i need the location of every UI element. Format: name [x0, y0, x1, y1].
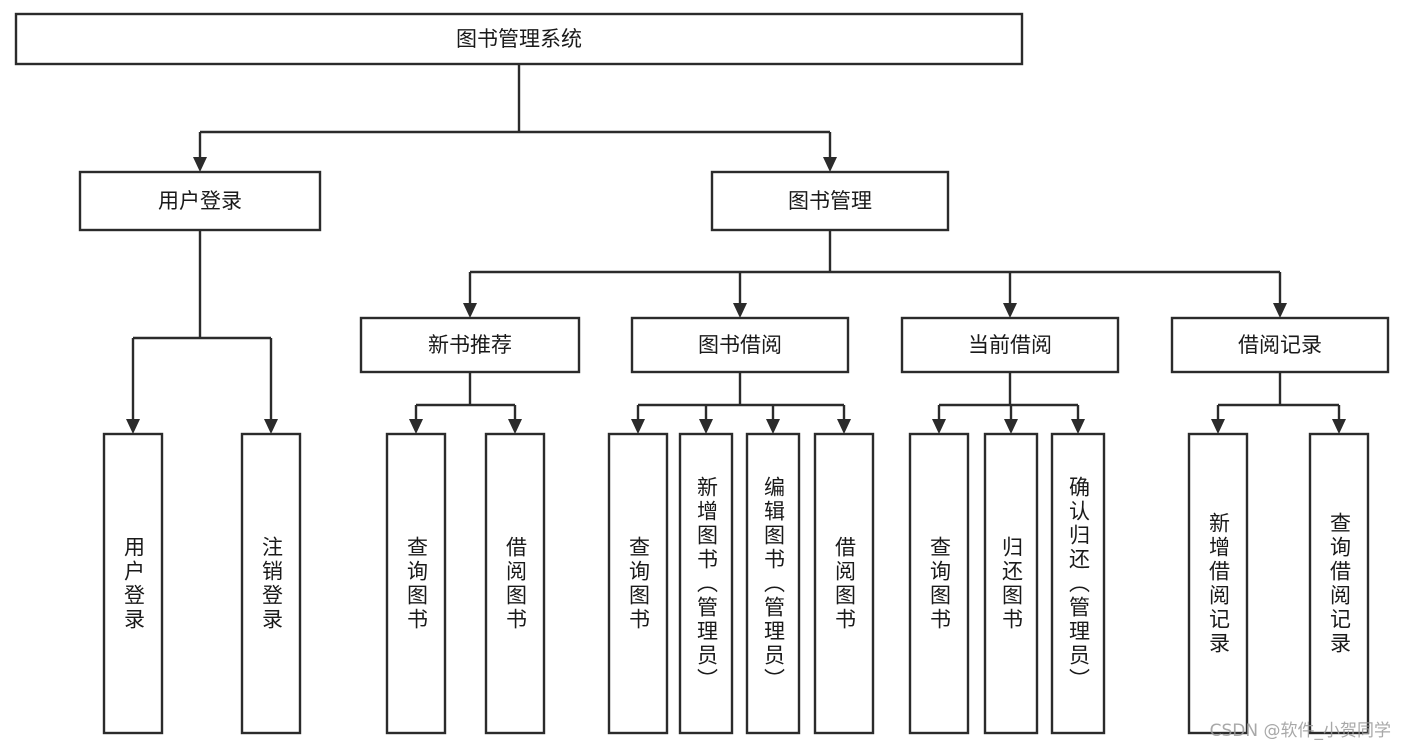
arrow-head-mgmt-0: [463, 303, 477, 318]
arrow-head-l3-3-1: [1332, 419, 1346, 434]
node-box[interactable]: [1050, 432, 1106, 735]
node-leaf-确认归还管理员[interactable]: [1050, 432, 1106, 735]
watermark-text: CSDN @软件_小贺同学: [1209, 721, 1391, 741]
node-leaf-借阅图书[interactable]: [813, 432, 875, 735]
node-label: 借阅记录: [1238, 333, 1322, 357]
node-box[interactable]: [1170, 316, 1390, 374]
node-l3-借阅记录[interactable]: 借阅记录: [1170, 316, 1390, 374]
node-leaf-归还图书[interactable]: [983, 432, 1039, 735]
node-l3-新书推荐[interactable]: 新书推荐: [359, 316, 581, 374]
node-label: 图书借阅: [698, 333, 782, 357]
node-box[interactable]: [813, 432, 875, 735]
arrow-head-l3-1-1: [699, 419, 713, 434]
node-box[interactable]: [240, 432, 302, 735]
node-leaf-查询图书[interactable]: [607, 432, 669, 735]
node-root-图书管理系统[interactable]: 图书管理系统: [14, 12, 1024, 66]
arrow-head-root-1: [823, 157, 837, 172]
arrow-head-l3-1-3: [837, 419, 851, 434]
node-leaf-查询图书[interactable]: [908, 432, 970, 735]
node-box[interactable]: [1308, 432, 1370, 735]
arrow-head-mgmt-2: [1003, 303, 1017, 318]
arrow-head-mgmt-1: [733, 303, 747, 318]
node-box[interactable]: [607, 432, 669, 735]
node-box[interactable]: [385, 432, 447, 735]
node-l2-用户登录[interactable]: 用户登录: [78, 170, 322, 232]
arrow-head-l3-1-2: [766, 419, 780, 434]
node-box[interactable]: [745, 432, 801, 735]
arrow-head-root-0: [193, 157, 207, 172]
node-box[interactable]: [908, 432, 970, 735]
node-leaf-新增借阅记录[interactable]: [1187, 432, 1249, 735]
arrow-head-l3-1-0: [631, 419, 645, 434]
node-box[interactable]: [678, 432, 734, 735]
node-leaf-新增图书管理员[interactable]: [678, 432, 734, 735]
node-box[interactable]: [78, 170, 322, 232]
node-leaf-编辑图书管理员[interactable]: [745, 432, 801, 735]
node-leaf-查询图书[interactable]: [385, 432, 447, 735]
node-l3-当前借阅[interactable]: 当前借阅: [900, 316, 1120, 374]
node-box[interactable]: [630, 316, 850, 374]
node-box[interactable]: [484, 432, 546, 735]
arrow-head-l3-0-1: [508, 419, 522, 434]
node-label: 图书管理: [788, 189, 872, 213]
arrow-head-l3-2-2: [1071, 419, 1085, 434]
node-box[interactable]: [1187, 432, 1249, 735]
arrow-head-l3-2-0: [932, 419, 946, 434]
arrow-head-l3-3-0: [1211, 419, 1225, 434]
arrow-head-login-0: [126, 419, 140, 434]
node-label: 当前借阅: [968, 333, 1052, 357]
node-box[interactable]: [710, 170, 950, 232]
arrow-head-l3-0-0: [409, 419, 423, 434]
node-box[interactable]: [102, 432, 164, 735]
node-leaf-查询借阅记录[interactable]: [1308, 432, 1370, 735]
node-leaf-借阅图书[interactable]: [484, 432, 546, 735]
node-box[interactable]: [983, 432, 1039, 735]
arrow-head-l3-2-1: [1004, 419, 1018, 434]
node-box[interactable]: [900, 316, 1120, 374]
node-leaf-注销登录[interactable]: [240, 432, 302, 735]
node-label: 图书管理系统: [456, 27, 582, 51]
node-l3-图书借阅[interactable]: 图书借阅: [630, 316, 850, 374]
node-label: 用户登录: [158, 189, 242, 213]
node-box[interactable]: [359, 316, 581, 374]
node-box[interactable]: [14, 12, 1024, 66]
arrow-head-mgmt-3: [1273, 303, 1287, 318]
node-leaf-用户登录[interactable]: [102, 432, 164, 735]
arrow-head-login-1: [264, 419, 278, 434]
node-l2-图书管理[interactable]: 图书管理: [710, 170, 950, 232]
node-label: 新书推荐: [428, 333, 512, 357]
